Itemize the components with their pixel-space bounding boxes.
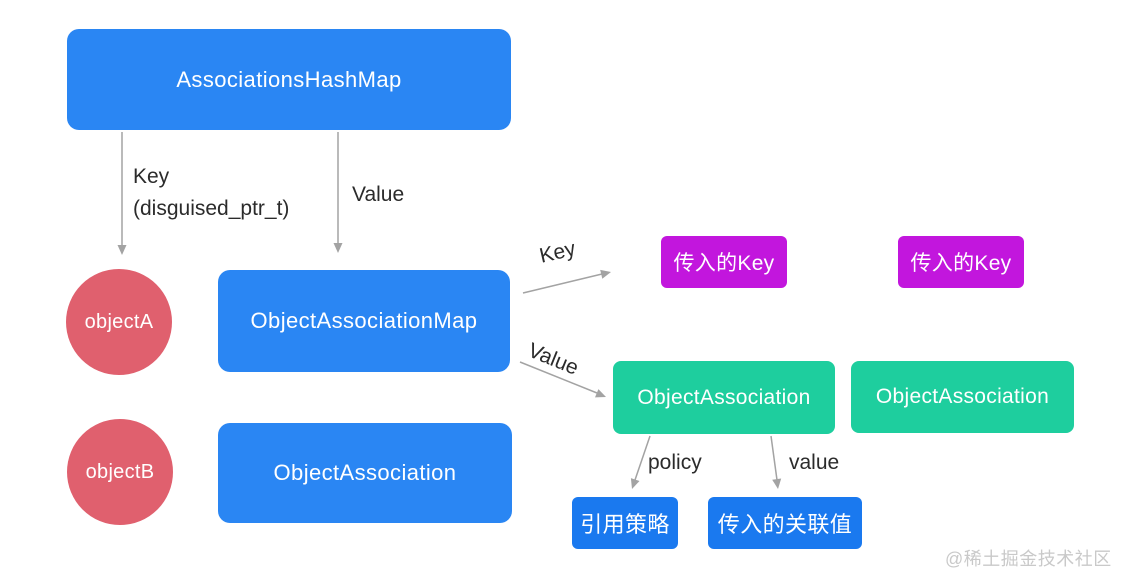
object-association-blue-node: ObjectAssociation <box>218 423 512 523</box>
reference-policy-label: 引用策略 <box>580 512 670 537</box>
object-b-node: objectB <box>67 419 173 525</box>
passed-key-right-node: 传入的Key <box>898 236 1024 288</box>
passed-associated-value-label: 传入的关联值 <box>717 512 853 537</box>
reference-policy-node: 引用策略 <box>572 497 678 549</box>
edge-label-value-bottom: value <box>789 451 840 474</box>
object-b-label: objectB <box>85 460 155 483</box>
associations-hashmap-node: AssociationsHashMap <box>67 29 511 130</box>
arrow-key-to-passed-key <box>522 269 611 294</box>
arrow-key-to-object-a <box>117 132 127 255</box>
edge-label-value-vertical: Value <box>352 183 405 206</box>
object-association-green-right-node: ObjectAssociation <box>851 361 1074 433</box>
object-association-map-label: ObjectAssociationMap <box>250 308 478 333</box>
watermark: @稀土掘金技术社区 <box>945 549 1112 569</box>
passed-key-right-label: 传入的Key <box>910 252 1012 275</box>
arrow-value-to-object-association <box>519 361 606 398</box>
object-association-blue-label: ObjectAssociation <box>273 460 457 485</box>
object-association-green-right-label: ObjectAssociation <box>875 385 1050 408</box>
object-a-node: objectA <box>66 269 172 375</box>
edge-label-key-line1: Key <box>133 165 170 188</box>
passed-associated-value-node: 传入的关联值 <box>708 497 862 549</box>
arrow-policy-to-reference-policy <box>630 435 651 489</box>
associations-hashmap-label: AssociationsHashMap <box>176 66 402 92</box>
object-association-green-left-label: ObjectAssociation <box>637 385 811 409</box>
arrow-value-to-object-association-map <box>333 132 343 253</box>
passed-key-left-label: 传入的Key <box>673 252 775 275</box>
edge-label-key-disguised: Key (disguised_ptr_t) <box>133 161 289 224</box>
passed-key-left-node: 传入的Key <box>661 236 787 288</box>
edge-label-policy: policy <box>648 451 702 474</box>
edge-label-key-line2: (disguised_ptr_t) <box>133 196 290 220</box>
object-association-green-left-node: ObjectAssociation <box>613 361 835 434</box>
object-association-map-node: ObjectAssociationMap <box>218 270 510 372</box>
object-a-label: objectA <box>84 310 154 333</box>
arrow-value-to-passed-associated-value <box>770 435 782 489</box>
